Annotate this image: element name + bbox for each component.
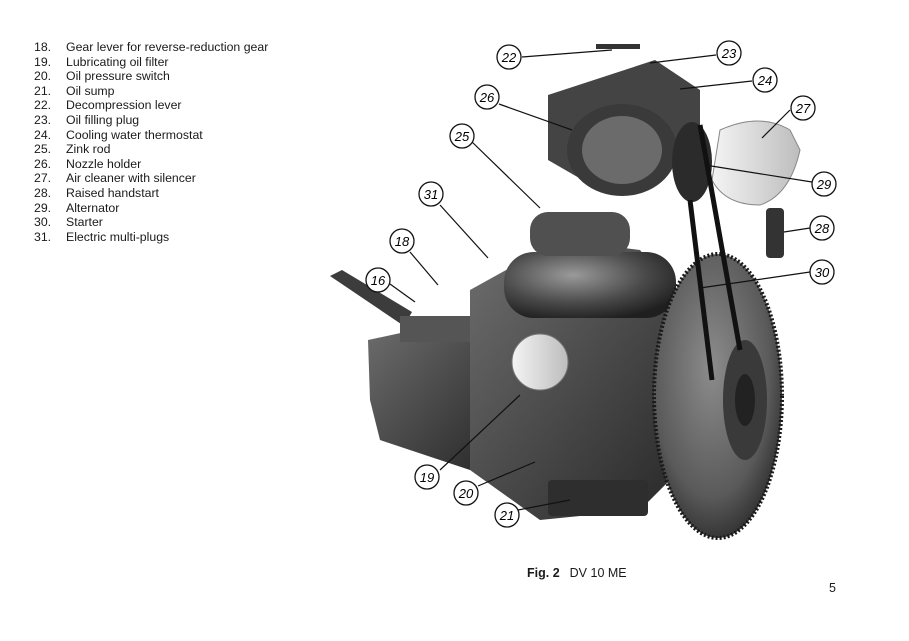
callout-number: 29: [816, 177, 831, 192]
callout-28: 28: [809, 215, 835, 241]
callout-circle: [418, 181, 444, 207]
crank-hub: [735, 374, 755, 426]
callout-circle: [474, 84, 500, 110]
callout-circle: [809, 259, 835, 285]
callout-line-16: [389, 283, 416, 303]
gearbox-flange: [400, 316, 472, 342]
callout-line-30: [699, 271, 811, 289]
callout-number: 23: [721, 46, 737, 61]
callout-number: 31: [424, 187, 438, 202]
callout-22: 22: [496, 44, 522, 70]
callout-number: 25: [454, 129, 470, 144]
legend-item: 30.Starter: [34, 215, 103, 230]
callout-line-22: [521, 49, 613, 58]
callout-number: 28: [814, 221, 830, 236]
starter-motor: [504, 252, 676, 318]
callout-line-27: [761, 109, 791, 139]
callout-26: 26: [474, 84, 500, 110]
callout-line-28: [783, 227, 811, 233]
callout-number: 27: [795, 101, 811, 116]
legend-item: 27.Air cleaner with silencer: [34, 171, 196, 186]
callout-number: 16: [371, 273, 386, 288]
legend-item: 31.Electric multi-plugs: [34, 229, 170, 244]
callout-number: 18: [395, 234, 410, 249]
legend-item: 25.Zink rod: [34, 142, 111, 157]
callout-27: 27: [790, 95, 816, 121]
callout-line-29: [704, 164, 813, 183]
figure-caption: Fig. 2 DV 10 ME: [527, 566, 627, 580]
legend-item: 21.Oil sump: [34, 83, 115, 98]
callout-circle: [453, 480, 479, 506]
callout-number: 22: [501, 50, 517, 65]
oil-sump-shape: [548, 480, 648, 516]
callout-19: 19: [414, 464, 440, 490]
callout-circle: [494, 502, 520, 528]
callout-18: 18: [389, 228, 415, 254]
air-cleaner: [711, 120, 801, 206]
callout-line-21: [517, 499, 571, 511]
legend-item: 26.Nozzle holder: [34, 156, 142, 171]
oil-filter-shape: [511, 333, 569, 391]
callout-number: 19: [420, 470, 434, 485]
starter-solenoid: [530, 212, 630, 256]
parts-legend: 18.Gear lever for reverse-reduction gear…: [34, 40, 268, 244]
page-number: 5: [829, 581, 836, 595]
legend-item: 20.Oil pressure switch: [34, 69, 170, 84]
callout-line-20: [477, 461, 536, 487]
figure-label: Fig. 2: [527, 566, 560, 580]
callout-circle: [449, 123, 475, 149]
callouts: 22 23 24 26 27 25 29 31: [365, 40, 837, 528]
legend-item: 19.Lubricating oil filter: [34, 54, 169, 69]
legend-item: 29.Alternator: [34, 200, 120, 215]
fan-belt: [687, 124, 743, 381]
callout-circle: [414, 464, 440, 490]
callout-24: 24: [752, 67, 778, 93]
callout-29: 29: [811, 171, 837, 197]
callout-line-18: [409, 251, 439, 286]
callout-line-19: [439, 394, 521, 471]
callout-circle: [790, 95, 816, 121]
callout-21: 21: [494, 502, 520, 528]
engine-drawing: [330, 44, 801, 540]
callout-lines: [389, 49, 813, 511]
callout-number: 20: [458, 486, 474, 501]
callout-25: 25: [449, 123, 475, 149]
callout-circle: [496, 44, 522, 70]
callout-circle: [716, 40, 742, 66]
flywheel-rim: [652, 252, 784, 540]
callout-line-23: [649, 54, 717, 64]
decompression-lever-shape: [596, 44, 640, 49]
callout-line-24: [679, 80, 753, 90]
callout-23: 23: [716, 40, 742, 66]
callout-number: 26: [479, 90, 495, 105]
callout-number: 24: [757, 73, 772, 88]
callout-circle: [389, 228, 415, 254]
callout-number: 30: [815, 265, 830, 280]
callout-line-25: [469, 139, 541, 209]
callout-30: 30: [809, 259, 835, 285]
legend-item: 28.Raised handstart: [34, 185, 159, 200]
legend-item: 22.Decompression lever: [34, 98, 182, 113]
legend-item: 18.Gear lever for reverse-reduction gear: [34, 40, 269, 54]
legend-item: 24.Cooling water thermostat: [34, 127, 203, 142]
legend-item: 23.Oil filling plug: [34, 112, 140, 127]
gear-lever-arm: [330, 270, 412, 326]
callout-circle: [811, 171, 837, 197]
callout-line-26: [498, 103, 573, 131]
handstart-bracket: [766, 208, 784, 258]
callout-16: 16: [365, 267, 391, 293]
alternator-face: [582, 116, 662, 184]
callout-line-31: [439, 204, 489, 259]
callout-circle: [752, 67, 778, 93]
callout-20: 20: [453, 480, 479, 506]
callout-31: 31: [418, 181, 444, 207]
flywheel: [654, 254, 782, 538]
callout-circle: [365, 267, 391, 293]
callout-circle: [809, 215, 835, 241]
callout-number: 21: [499, 508, 514, 523]
figure-model: DV 10 ME: [569, 566, 627, 580]
